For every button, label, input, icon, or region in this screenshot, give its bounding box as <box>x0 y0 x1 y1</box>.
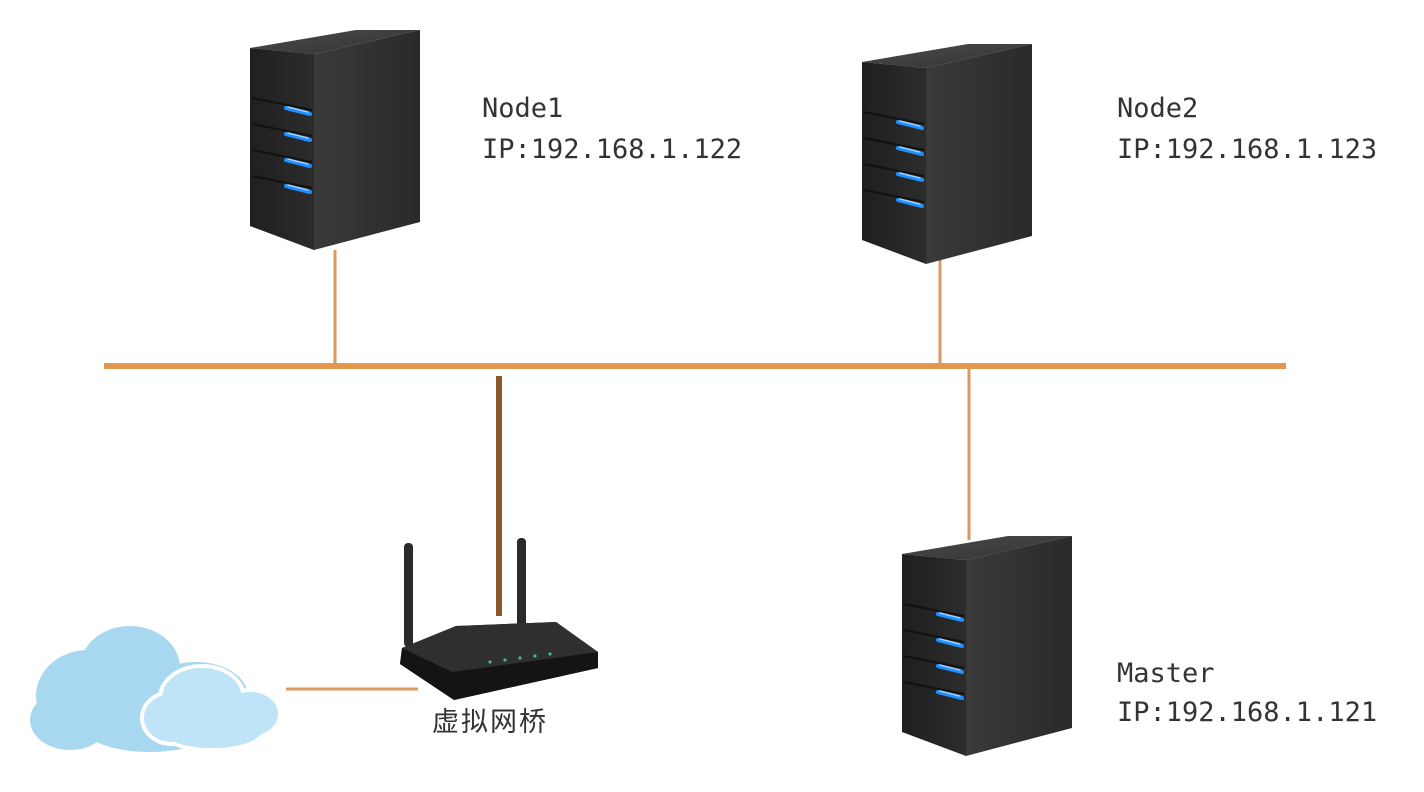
node2-ip: IP:192.168.1.123 <box>1117 134 1378 165</box>
router-label: 虚拟网桥 <box>432 707 548 738</box>
node2-server-icon <box>860 42 1034 266</box>
node1-name: Node1 <box>482 93 564 124</box>
node1-ip: IP:192.168.1.122 <box>482 134 743 165</box>
master-name: Master <box>1117 658 1215 689</box>
cloud-icon <box>30 626 282 752</box>
node1-server-icon <box>248 28 422 252</box>
master-ip: IP:192.168.1.121 <box>1117 697 1378 728</box>
router-icon <box>400 538 598 700</box>
master-server-icon <box>900 534 1074 758</box>
node2-name: Node2 <box>1117 93 1199 124</box>
